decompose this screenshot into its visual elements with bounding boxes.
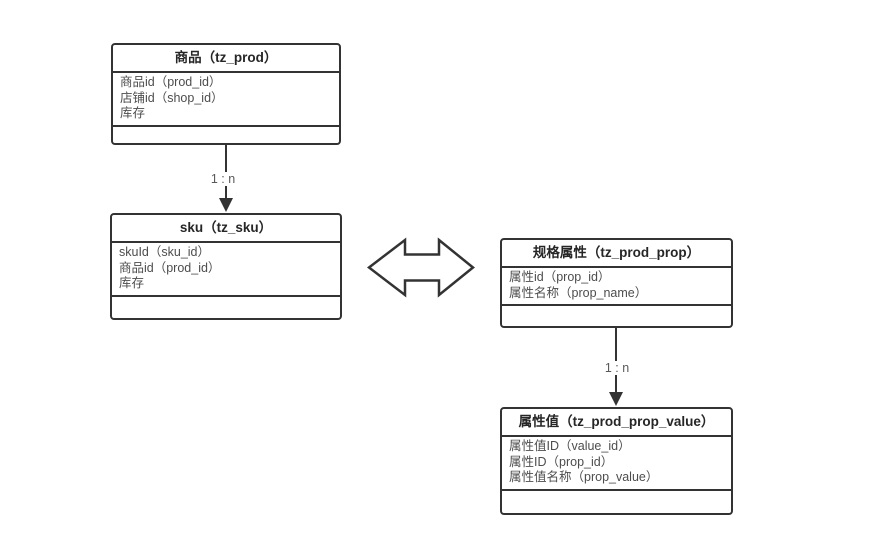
entity-prop-value-attributes: 属性值ID（value_id） 属性ID（prop_id） 属性值名称（prop… [502, 437, 731, 491]
attribute-row: skuId（sku_id） [119, 245, 211, 259]
attribute-row: 属性id（prop_id） [509, 270, 611, 284]
entity-sku: sku（tz_sku） skuId（sku_id） 商品id（prod_id） … [110, 213, 342, 320]
entity-prop-value-title: 属性值（tz_prod_prop_value） [502, 409, 731, 437]
entity-prop-value-empty-section [502, 491, 731, 514]
entity-prod-prop-title: 规格属性（tz_prod_prop） [502, 240, 731, 268]
attribute-row: 属性ID（prop_id） [509, 454, 614, 469]
entity-prod-title: 商品（tz_prod） [113, 45, 339, 73]
entity-sku-empty-section [112, 297, 340, 319]
entity-prod-prop-empty-section [502, 306, 731, 326]
attribute-row: 属性名称（prop_name） [509, 285, 648, 300]
entity-sku-title: sku（tz_sku） [112, 215, 340, 243]
entity-prod-prop: 规格属性（tz_prod_prop） 属性id（prop_id） 属性名称（pr… [500, 238, 733, 328]
entity-prod-empty-section [113, 127, 339, 144]
left-right-arrow-icon [367, 237, 475, 298]
connector-prop-value-line [615, 328, 617, 392]
attribute-row: 属性值ID（value_id） [509, 439, 631, 453]
entity-prod-prop-attributes: 属性id（prop_id） 属性名称（prop_name） [502, 268, 731, 306]
attribute-row: 库存 [120, 106, 146, 120]
connector-prop-value-label: 1 : n [601, 361, 633, 375]
entity-prod-attributes: 商品id（prod_id） 店铺id（shop_id） 库存 [113, 73, 339, 127]
attribute-row: 属性值名称（prop_value） [509, 470, 659, 484]
connector-prod-sku-label: 1 : n [207, 172, 239, 186]
entity-sku-attributes: skuId（sku_id） 商品id（prod_id） 库存 [112, 243, 340, 297]
arrow-down-icon [609, 392, 623, 406]
arrow-down-icon [219, 198, 233, 212]
attribute-row: 商品id（prod_id） [119, 260, 221, 275]
attribute-row: 库存 [119, 276, 145, 290]
entity-prop-value: 属性值（tz_prod_prop_value） 属性值ID（value_id） … [500, 407, 733, 515]
entity-prod: 商品（tz_prod） 商品id（prod_id） 店铺id（shop_id） … [111, 43, 341, 145]
attribute-row: 商品id（prod_id） [120, 75, 222, 89]
attribute-row: 店铺id（shop_id） [120, 90, 224, 105]
connector-prod-sku-line [225, 145, 227, 198]
